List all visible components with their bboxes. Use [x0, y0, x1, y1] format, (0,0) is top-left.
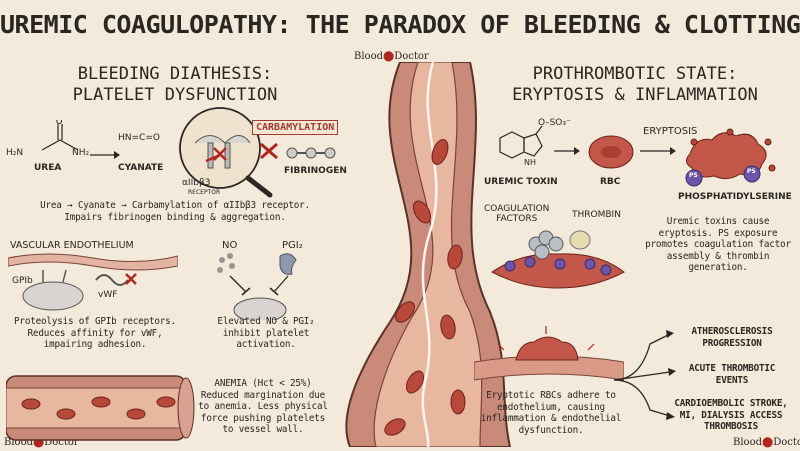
arrow-icon — [554, 147, 580, 155]
coagulation-factors-label: COAGULATION FACTORS — [484, 204, 550, 224]
gpib-label: GPIb — [12, 276, 33, 286]
fibrinogen-label: FIBRINOGEN — [284, 166, 347, 176]
left-heading: BLEEDING DIATHESIS: PLATELET DYSFUNCTION — [72, 64, 278, 105]
ps-badge-text: PS — [747, 168, 756, 175]
arrow-icon — [90, 151, 120, 159]
outcome-arrows — [613, 330, 676, 420]
outcome-stroke-mi: CARDIOEMBOLIC STROKE, MI, DIALYSIS ACCES… — [674, 398, 788, 432]
red-blood-cell-icon — [588, 135, 634, 169]
indole-molecule-icon — [499, 125, 543, 159]
outcome-thrombotic-events: ACUTE THROMBOTIC EVENTS — [688, 363, 776, 386]
brand-bottom-left: Blood⬤Doctor — [4, 437, 79, 448]
receptor-sublabel: RECEPTOR — [188, 189, 221, 196]
sulfate-label: O–SO₃⁻ — [538, 118, 571, 128]
vwf-label: vWF — [98, 290, 118, 300]
fibrinogen-molecule-icon — [286, 147, 336, 159]
ps-badge-icon — [743, 165, 761, 183]
anemia-text: ANEMIA (Hct < 25%) Reduced margination d… — [198, 378, 328, 435]
eryptotic-cell-illustration — [686, 128, 776, 180]
phosphatidylserine-label: PHOSPHATIDYLSERINE — [678, 192, 792, 202]
carbamylation-text: Urea → Cyanate → Carbamylation of αIIbβ3… — [40, 200, 310, 223]
cyanate-label: CYANATE — [118, 163, 164, 173]
ps-badge-text: PS — [689, 172, 698, 179]
blood-drop-icon: ⬤ — [383, 51, 395, 62]
page-title: UREMIC COAGULOPATHY: THE PARADOX OF BLEE… — [0, 10, 800, 39]
receptor-label: αIIbβ3 — [182, 178, 211, 188]
no-pgi2-text: Elevated NO & PGI₂ inhibit platelet acti… — [217, 316, 315, 350]
cyanate-formula: HN=C=O — [118, 133, 160, 143]
blocked-x-icon — [260, 142, 278, 160]
vascular-text: Proteolysis of GPIb receptors. Reduces a… — [14, 316, 176, 350]
svg-text:O: O — [56, 120, 62, 126]
nh-label: NH — [524, 158, 536, 167]
vascular-endothelium-label: VASCULAR ENDOTHELIUM — [10, 240, 134, 251]
blood-vessel-illustration — [345, 62, 512, 447]
rbc-endothelium-adhesion-illustration — [474, 326, 624, 381]
arrow-icon — [640, 147, 676, 155]
adhesion-text: Eryptotic RBCs adhere to endothelium, ca… — [480, 390, 622, 436]
anemia-vessel-illustration — [6, 375, 195, 441]
pgi2-label: PGI₂ — [282, 240, 303, 251]
blood-drop-icon: ⬤ — [762, 437, 774, 448]
brand-top: Blood⬤Doctor — [354, 51, 429, 62]
urea-molecule-icon: O — [41, 120, 79, 151]
thrombin-label: THROMBIN — [572, 210, 621, 220]
rbc-label: RBC — [600, 177, 621, 187]
no-pgi2-inhibition-illustration — [217, 253, 297, 320]
outcome-atherosclerosis: ATHEROSCLEROSIS PROGRESSION — [691, 326, 773, 349]
magnifier-receptor-illustration — [179, 107, 273, 198]
no-label: NO — [222, 240, 238, 251]
uremic-toxin-label: UREMIC TOXIN — [484, 177, 558, 187]
urea-h2n: H₂N — [6, 148, 24, 158]
coagulation-complex-illustration — [491, 230, 625, 289]
endothelium-platelet-illustration — [8, 253, 178, 311]
red-blood-cell-icon — [384, 139, 466, 436]
eryptosis-label: ERYPTOSIS — [643, 126, 698, 137]
carbamylation-label: CARBAMYLATION — [252, 120, 339, 135]
urea-label: UREA — [34, 163, 62, 173]
ps-badge-icon — [685, 169, 703, 187]
eryptosis-text: Uremic toxins cause eryptosis. PS exposu… — [645, 216, 791, 273]
urea-nh2: NH₂ — [72, 148, 90, 158]
right-heading: PROTHROMBOTIC STATE: ERYPTOSIS & INFLAMM… — [512, 64, 758, 105]
blood-drop-icon: ⬤ — [33, 437, 45, 448]
brand-bottom-right: Blood⬤Doctor — [733, 437, 800, 448]
